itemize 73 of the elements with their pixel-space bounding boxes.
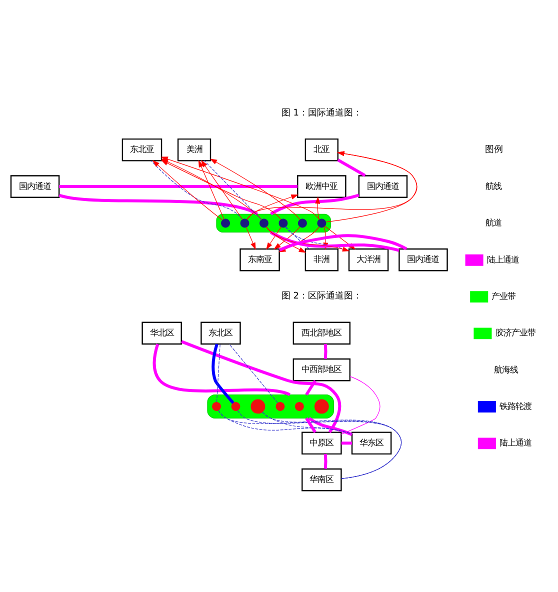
connector: [228, 343, 278, 403]
legend-label: 陆上通道: [486, 254, 519, 264]
node-circle: [221, 218, 230, 228]
connector: [337, 158, 366, 176]
label: 图 1：国际通道图：: [281, 108, 362, 118]
node-box: 中原区: [302, 431, 342, 454]
node-box: 华北区: [142, 321, 182, 344]
legend-label: 航线: [486, 180, 502, 191]
node-circle: [250, 398, 266, 414]
node-box: 北亚: [304, 138, 338, 161]
node-box: 东北亚: [122, 138, 162, 161]
connector: [305, 416, 316, 433]
arrow: [198, 159, 224, 219]
node-box: 中西部地区: [292, 358, 351, 381]
arrow: [246, 194, 298, 220]
legend-label: 航海线: [494, 364, 518, 374]
connector: [305, 379, 316, 396]
arrow: [266, 226, 282, 250]
connector: [341, 441, 352, 444]
node-box: 国内通道: [398, 248, 448, 271]
arrow: [246, 150, 418, 220]
connector: [262, 411, 352, 434]
node-box: 大洋洲: [348, 248, 389, 271]
connector: [218, 410, 352, 434]
connector: [270, 193, 360, 215]
connector: [212, 343, 234, 404]
cluster: [207, 394, 334, 418]
node-box: 国内通道: [358, 174, 408, 198]
legend-label: 铁路轮渡: [500, 400, 532, 410]
legend-label: 陆上通道: [500, 437, 532, 448]
node-circle: [298, 218, 307, 228]
legend-label: 航道: [486, 217, 502, 228]
node-box: 美洲: [177, 138, 212, 161]
node-box: 华南区: [302, 468, 342, 491]
connector: [324, 343, 328, 358]
node-box: 欧洲中亚: [297, 174, 346, 198]
arrow: [246, 226, 256, 250]
arrow: [210, 158, 300, 220]
cluster: [216, 213, 331, 232]
node-circle: [212, 401, 222, 410]
node-box: 华东区: [351, 431, 392, 454]
legend-label: 胶济产业带: [495, 327, 536, 338]
node-circle: [276, 401, 285, 410]
connector: [308, 416, 353, 436]
arrow: [200, 160, 243, 220]
connector: [58, 193, 258, 215]
node-circle: [294, 401, 304, 410]
connector: [216, 343, 220, 402]
node-circle: [278, 218, 288, 228]
arrow: [326, 150, 418, 222]
label: 图例: [485, 144, 504, 154]
legend-label: 产业带: [492, 290, 516, 301]
node-box: 非洲: [304, 248, 338, 271]
node-box: 西北部地区: [292, 321, 351, 344]
node-circle: [314, 398, 329, 414]
arrow: [274, 226, 300, 249]
node-circle: [231, 401, 240, 410]
node-circle: [240, 218, 250, 228]
node-box: 东南亚: [240, 248, 280, 271]
connector: [59, 184, 298, 188]
connector: [181, 340, 342, 433]
connector: [286, 226, 310, 249]
arrow: [315, 196, 320, 220]
node-circle: [317, 218, 326, 228]
connector: [204, 160, 262, 220]
connector: [262, 411, 402, 478]
connector: [324, 453, 328, 468]
node-box: 东北区: [200, 321, 241, 344]
connector: [340, 376, 380, 434]
node-circle: [259, 218, 268, 228]
label: 图 2：区际通道图：: [281, 291, 362, 302]
node-box: 国内通道: [10, 174, 60, 198]
connector: [152, 343, 290, 396]
